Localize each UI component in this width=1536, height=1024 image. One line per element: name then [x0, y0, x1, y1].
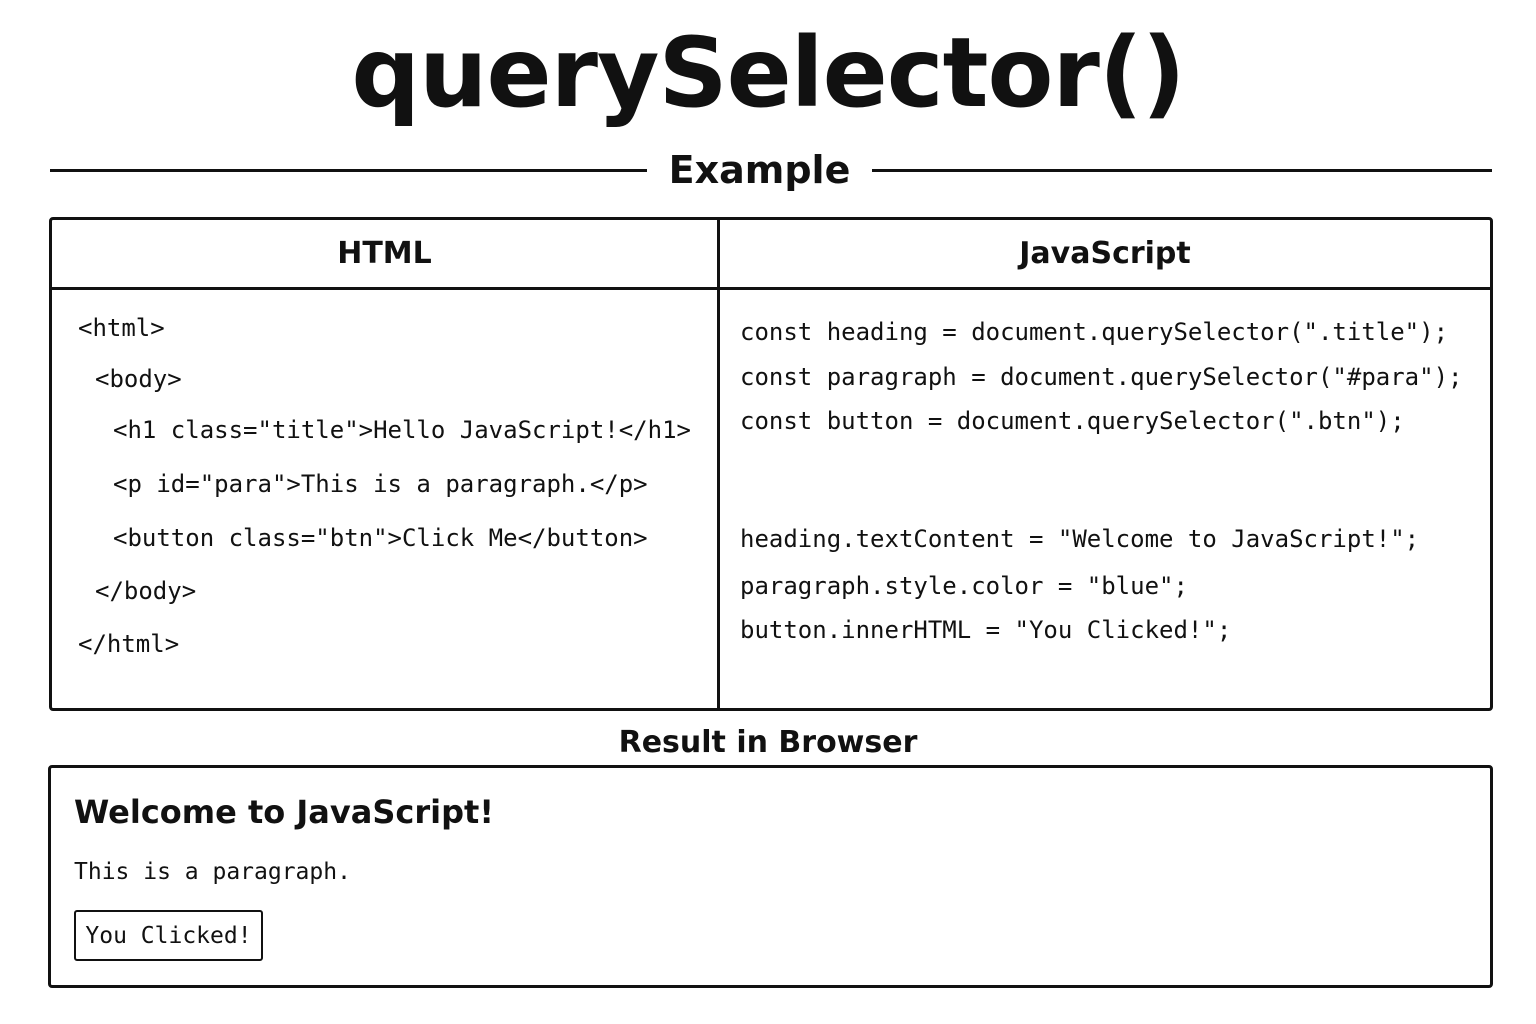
html-code-line: </html>: [78, 630, 180, 658]
column-divider: [717, 220, 720, 708]
html-code-line: </body>: [95, 577, 197, 605]
code-table: HTML JavaScript <html> <body> <h1 class=…: [49, 217, 1493, 711]
browser-result-panel: Welcome to JavaScript! This is a paragra…: [48, 765, 1493, 988]
js-code-line: const paragraph = document.querySelector…: [740, 363, 1463, 391]
result-title: Result in Browser: [618, 725, 918, 760]
html-code-line: <body>: [95, 365, 182, 393]
result-paragraph: This is a paragraph.: [74, 859, 351, 885]
js-code-line: paragraph.style.color = "blue";: [740, 572, 1188, 600]
js-code-line: const button = document.querySelector(".…: [740, 407, 1405, 435]
html-code-line: <p id="para">This is a paragraph.</p>: [113, 470, 648, 498]
javascript-column-header: JavaScript: [1019, 236, 1191, 271]
result-heading: Welcome to JavaScript!: [74, 793, 494, 831]
js-code-line: const heading = document.querySelector("…: [740, 318, 1449, 346]
html-code-line: <button class="btn">Click Me</button>: [113, 524, 648, 552]
js-code-line: heading.textContent = "Welcome to JavaSc…: [740, 525, 1420, 553]
divider-line-right: [872, 169, 1492, 172]
html-code-line: <html>: [78, 314, 165, 342]
example-label: Example: [668, 148, 851, 192]
header-divider: [52, 287, 1490, 290]
html-column-header: HTML: [337, 236, 432, 271]
html-code-line: <h1 class="title">Hello JavaScript!</h1>: [113, 416, 691, 444]
you-clicked-button[interactable]: You Clicked!: [74, 910, 263, 961]
example-divider: Example: [50, 145, 1492, 195]
divider-line-left: [50, 169, 647, 172]
js-code-line: button.innerHTML = "You Clicked!";: [740, 616, 1232, 644]
page-title: querySelector(): [351, 17, 1185, 129]
